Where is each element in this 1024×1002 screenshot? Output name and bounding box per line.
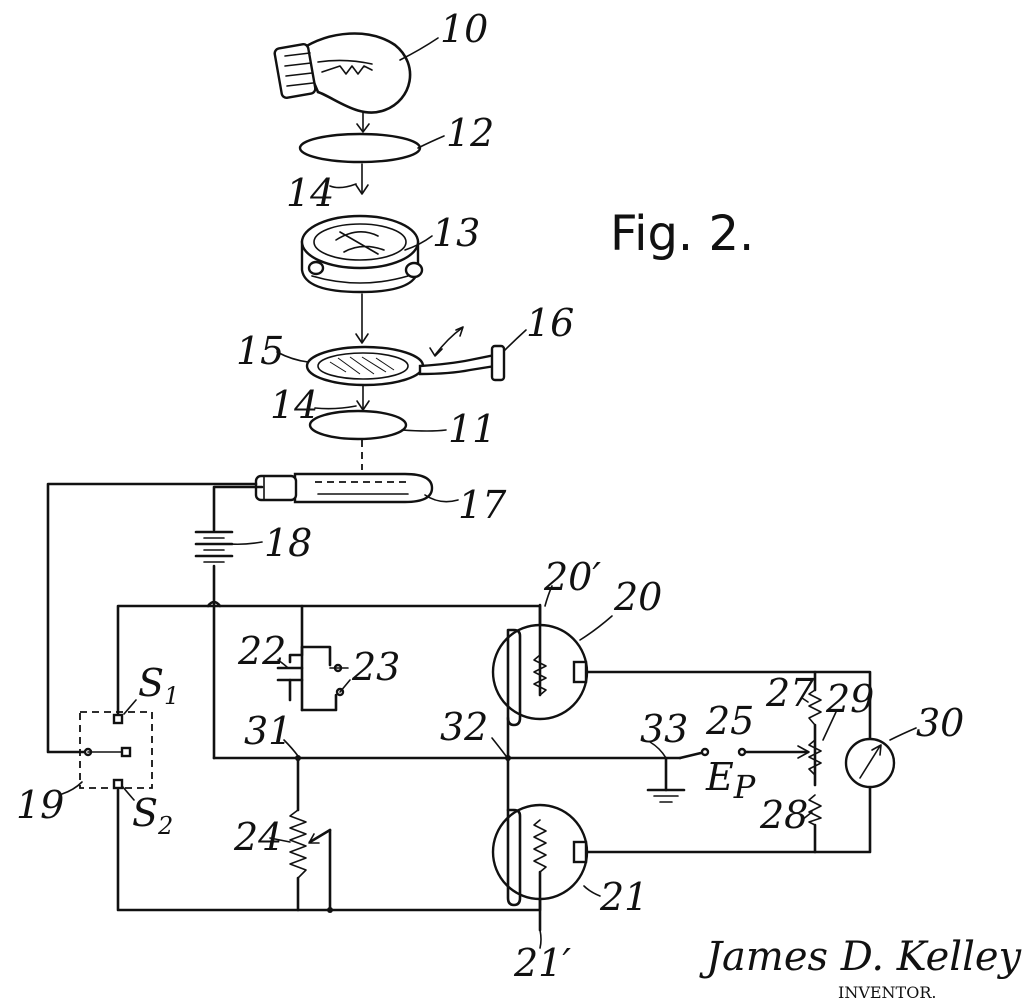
label-14-upper: 14 [286, 171, 334, 215]
label-16: 16 [526, 301, 574, 345]
resistor-28 [808, 794, 822, 826]
rheostat [289, 809, 332, 879]
sample-holder [305, 344, 506, 387]
resistor-27 [808, 689, 822, 726]
lens-bottom [308, 409, 408, 441]
label-21: 21 [599, 875, 648, 919]
label-18: 18 [264, 521, 312, 565]
label-20-prime: 20′ [543, 555, 601, 599]
node-bottom [327, 907, 333, 913]
label-10: 10 [440, 7, 488, 51]
label-25: 25 [705, 699, 754, 743]
label-22: 22 [237, 629, 286, 673]
label-11: 11 [448, 407, 496, 451]
label-14-lower: 14 [270, 383, 318, 427]
terminal-right [737, 747, 747, 757]
lens-top [298, 132, 422, 164]
label-12: 12 [446, 111, 494, 155]
figure-title: Fig. 2. [610, 206, 754, 262]
capacitor-switch [333, 663, 351, 697]
leader-lines [61, 37, 917, 949]
label-s2: S2 [132, 791, 173, 840]
label-17: 17 [458, 483, 507, 527]
slider-29 [808, 739, 822, 776]
terminal-left [700, 747, 710, 757]
node-31 [295, 755, 301, 761]
label-23: 23 [351, 645, 400, 689]
label-28: 28 [759, 793, 808, 837]
meter [844, 737, 896, 789]
inventor-name: James D. Kelley [699, 934, 1023, 980]
ground [646, 756, 686, 803]
capacitor [276, 666, 304, 702]
inventor-caption: INVENTOR. [838, 983, 936, 1002]
label-30: 30 [916, 701, 964, 745]
label-19: 19 [16, 783, 64, 827]
label-ep: EP [705, 755, 756, 806]
label-15: 15 [236, 329, 284, 373]
label-20: 20 [613, 575, 662, 619]
label-s1: S1 [138, 661, 179, 710]
lamp [273, 32, 412, 114]
battery [194, 530, 234, 563]
tube-21 [491, 803, 589, 907]
holder [300, 214, 424, 294]
label-24: 24 [233, 815, 282, 859]
label-31: 31 [244, 709, 292, 753]
photocell [254, 472, 434, 504]
label-29: 29 [825, 677, 874, 721]
label-13: 13 [432, 211, 480, 255]
switch-box [79, 711, 153, 790]
label-21-prime: 21′ [513, 941, 571, 985]
label-32: 32 [440, 705, 488, 749]
label-27: 27 [765, 671, 815, 715]
label-33: 33 [640, 707, 688, 751]
